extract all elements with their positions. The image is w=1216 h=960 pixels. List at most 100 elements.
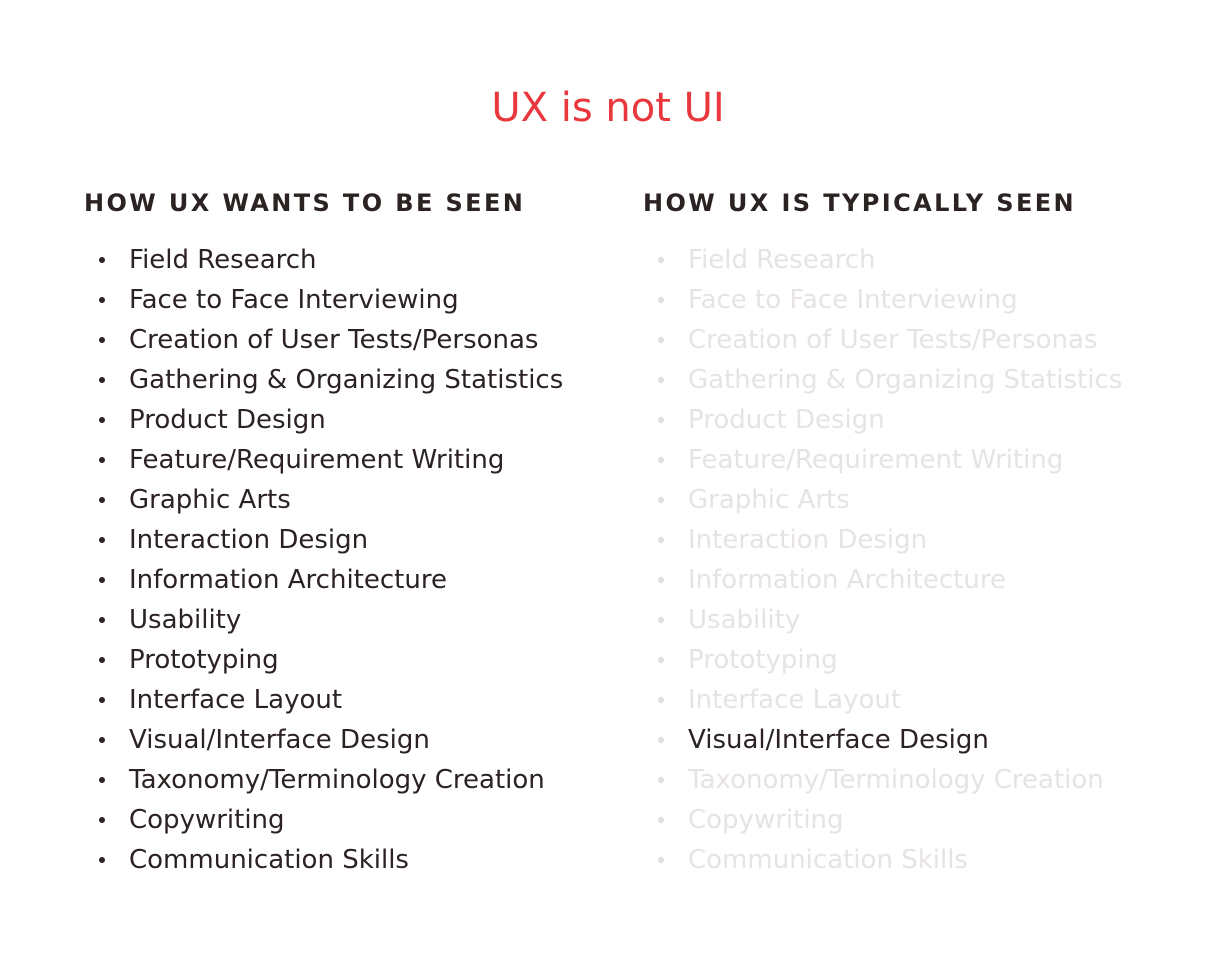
- left-list-item-label: Feature/Requirement Writing: [129, 445, 505, 475]
- right-list-item-label: Creation of User Tests/Personas: [688, 325, 1098, 355]
- left-list-item: Copywriting: [84, 800, 563, 840]
- left-list-item: Information Architecture: [84, 560, 563, 600]
- right-column-heading: HOW UX IS TYPICALLY SEEN: [643, 189, 1077, 217]
- bullet-icon: [658, 337, 664, 343]
- right-list-item: Product Design: [643, 400, 1122, 440]
- right-list-item-label: Copywriting: [688, 805, 844, 835]
- bullet-icon: [99, 737, 105, 743]
- right-list-item-label: Taxonomy/Terminology Creation: [688, 765, 1104, 795]
- left-list-item: Field Research: [84, 240, 563, 280]
- bullet-icon: [99, 377, 105, 383]
- left-list-item-label: Field Research: [129, 245, 317, 275]
- left-list-item-label: Interaction Design: [129, 525, 369, 555]
- bullet-icon: [99, 537, 105, 543]
- right-list-item: Creation of User Tests/Personas: [643, 320, 1122, 360]
- left-column-heading: HOW UX WANTS TO BE SEEN: [84, 189, 526, 217]
- left-list-item: Creation of User Tests/Personas: [84, 320, 563, 360]
- left-list-item-label: Product Design: [129, 405, 326, 435]
- left-list-item: Interaction Design: [84, 520, 563, 560]
- left-list-item: Feature/Requirement Writing: [84, 440, 563, 480]
- right-list-item: Information Architecture: [643, 560, 1122, 600]
- left-list-item-label: Information Architecture: [129, 565, 447, 595]
- right-list-item: Gathering & Organizing Statistics: [643, 360, 1122, 400]
- left-list-item: Taxonomy/Terminology Creation: [84, 760, 563, 800]
- right-list-item: Face to Face Interviewing: [643, 280, 1122, 320]
- bullet-icon: [658, 417, 664, 423]
- bullet-icon: [658, 817, 664, 823]
- bullet-icon: [99, 417, 105, 423]
- right-list-item: Interaction Design: [643, 520, 1122, 560]
- bullet-icon: [658, 697, 664, 703]
- right-list-item: Copywriting: [643, 800, 1122, 840]
- right-list-item-label: Prototyping: [688, 645, 838, 675]
- left-list-item: Graphic Arts: [84, 480, 563, 520]
- left-list-item-label: Graphic Arts: [129, 485, 291, 515]
- bullet-icon: [99, 257, 105, 263]
- bullet-icon: [99, 337, 105, 343]
- right-list-item-label: Feature/Requirement Writing: [688, 445, 1064, 475]
- right-list-item-label: Usability: [688, 605, 801, 635]
- bullet-icon: [99, 777, 105, 783]
- left-list-item: Visual/Interface Design: [84, 720, 563, 760]
- left-list-item-label: Usability: [129, 605, 242, 635]
- right-list-item-label: Communication Skills: [688, 845, 968, 875]
- bullet-icon: [99, 297, 105, 303]
- right-list-item-label: Interface Layout: [688, 685, 902, 715]
- left-list-item: Product Design: [84, 400, 563, 440]
- bullet-icon: [99, 497, 105, 503]
- right-list-item: Usability: [643, 600, 1122, 640]
- right-list-item: Feature/Requirement Writing: [643, 440, 1122, 480]
- bullet-icon: [658, 497, 664, 503]
- bullet-icon: [658, 657, 664, 663]
- left-list-item-label: Creation of User Tests/Personas: [129, 325, 539, 355]
- bullet-icon: [99, 457, 105, 463]
- bullet-icon: [658, 737, 664, 743]
- left-list-item: Usability: [84, 600, 563, 640]
- right-list-item-label: Graphic Arts: [688, 485, 850, 515]
- left-list-item: Prototyping: [84, 640, 563, 680]
- page-title: UX is not UI: [491, 85, 725, 131]
- right-list-item-label: Gathering & Organizing Statistics: [688, 365, 1123, 395]
- bullet-icon: [99, 697, 105, 703]
- bullet-icon: [99, 657, 105, 663]
- right-list-item: Taxonomy/Terminology Creation: [643, 760, 1122, 800]
- right-list-item: Interface Layout: [643, 680, 1122, 720]
- right-list-item: Graphic Arts: [643, 480, 1122, 520]
- left-list-item-label: Gathering & Organizing Statistics: [129, 365, 564, 395]
- left-list-item-label: Communication Skills: [129, 845, 409, 875]
- bullet-icon: [658, 617, 664, 623]
- right-list-item-label: Information Architecture: [688, 565, 1006, 595]
- bullet-icon: [658, 377, 664, 383]
- bullet-icon: [99, 817, 105, 823]
- bullet-icon: [658, 457, 664, 463]
- left-list-item-label: Interface Layout: [129, 685, 343, 715]
- left-list-item: Gathering & Organizing Statistics: [84, 360, 563, 400]
- left-list-item-label: Face to Face Interviewing: [129, 285, 459, 315]
- left-list-item: Communication Skills: [84, 840, 563, 880]
- left-list-item-label: Taxonomy/Terminology Creation: [129, 765, 545, 795]
- bullet-icon: [658, 257, 664, 263]
- bullet-icon: [99, 617, 105, 623]
- bullet-icon: [658, 577, 664, 583]
- right-list-item: Visual/Interface Design: [643, 720, 1122, 760]
- bullet-icon: [99, 857, 105, 863]
- bullet-icon: [658, 777, 664, 783]
- bullet-icon: [658, 537, 664, 543]
- right-list-item-label: Face to Face Interviewing: [688, 285, 1018, 315]
- left-list-item: Interface Layout: [84, 680, 563, 720]
- bullet-icon: [658, 857, 664, 863]
- right-list-item: Communication Skills: [643, 840, 1122, 880]
- right-list-item: Prototyping: [643, 640, 1122, 680]
- bullet-icon: [99, 577, 105, 583]
- left-list-item-label: Visual/Interface Design: [129, 725, 430, 755]
- bullet-icon: [658, 297, 664, 303]
- right-list-item: Field Research: [643, 240, 1122, 280]
- right-list-item-label: Product Design: [688, 405, 885, 435]
- right-list-item-label: Visual/Interface Design: [688, 725, 989, 755]
- left-list-item-label: Copywriting: [129, 805, 285, 835]
- left-list-item: Face to Face Interviewing: [84, 280, 563, 320]
- right-list-item-label: Field Research: [688, 245, 876, 275]
